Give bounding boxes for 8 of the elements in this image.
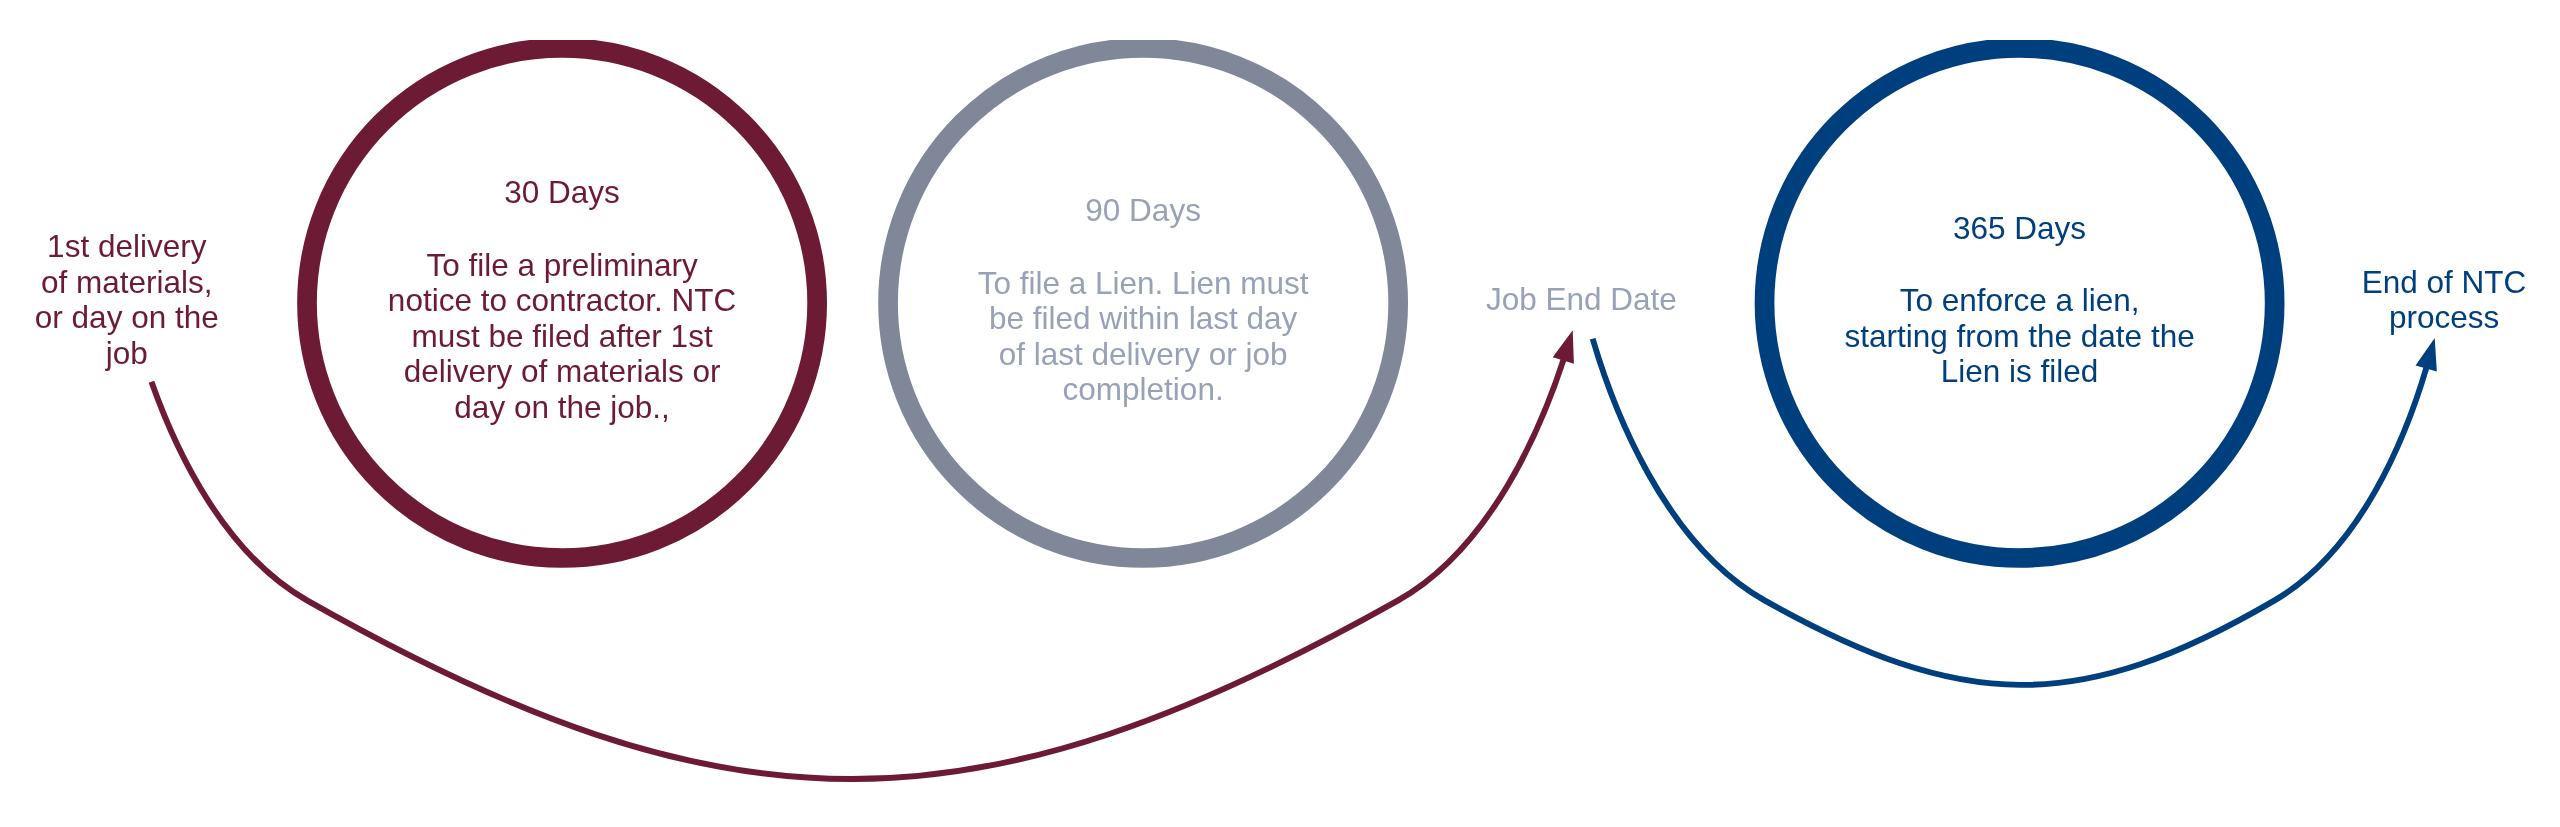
arrow (1589, 337, 2437, 688)
node-circle: 365 Days To enforce a lien, starting from the date the Lien is filed (1754, 40, 2285, 568)
node-circle: 30 Days To file a preliminary notice to contractor. NTC must be filed after 1st delivery of materials or day on the job., (297, 40, 827, 568)
node-text: End of NTC process (2361, 263, 2527, 336)
arrow (148, 330, 1574, 782)
node-text: 1st delivery of materials, or day on the job (34, 228, 219, 371)
node-circle: 90 Days To file a Lien. Lien must be filed within last day of last delivery or job completion. (878, 40, 1409, 568)
node-text: Job End Date (1485, 281, 1677, 318)
